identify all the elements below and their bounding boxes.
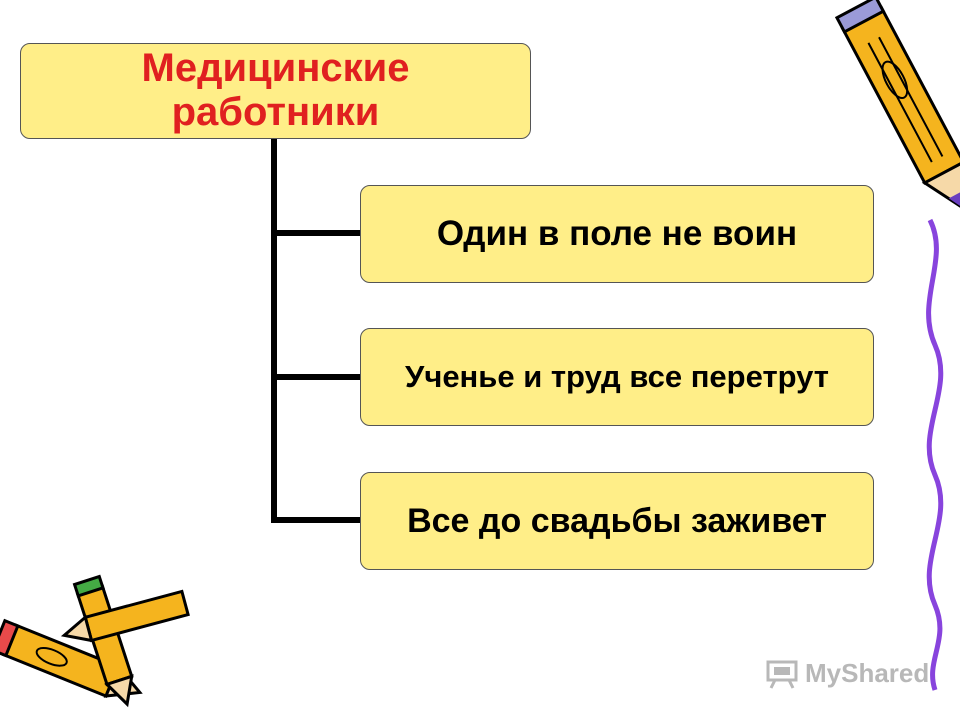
child-node-label: Все до свадьбы заживет bbox=[407, 501, 827, 540]
presentation-icon bbox=[766, 660, 798, 689]
pencil-icon bbox=[60, 589, 190, 643]
connector-trunk bbox=[271, 139, 277, 523]
connector-branch-2 bbox=[271, 374, 361, 380]
wavy-border-line bbox=[926, 218, 944, 691]
pencil-icon bbox=[834, 0, 960, 211]
watermark-text: MyShared bbox=[805, 658, 930, 688]
root-node: Медицинские работники bbox=[20, 43, 531, 139]
child-node-label: Один в поле не воин bbox=[436, 214, 798, 253]
connector-branch-1 bbox=[271, 230, 361, 236]
connector-branch-3 bbox=[271, 517, 361, 523]
child-node: Один в поле не воин bbox=[360, 185, 874, 283]
child-node: Все до свадьбы заживет bbox=[360, 472, 874, 570]
child-node: Ученье и труд все перетрут bbox=[360, 328, 874, 426]
root-node-label: Медицинские работники bbox=[141, 46, 410, 134]
watermark: MyShared bbox=[765, 658, 929, 689]
child-node-label: Ученье и труд все перетрут bbox=[405, 359, 829, 394]
